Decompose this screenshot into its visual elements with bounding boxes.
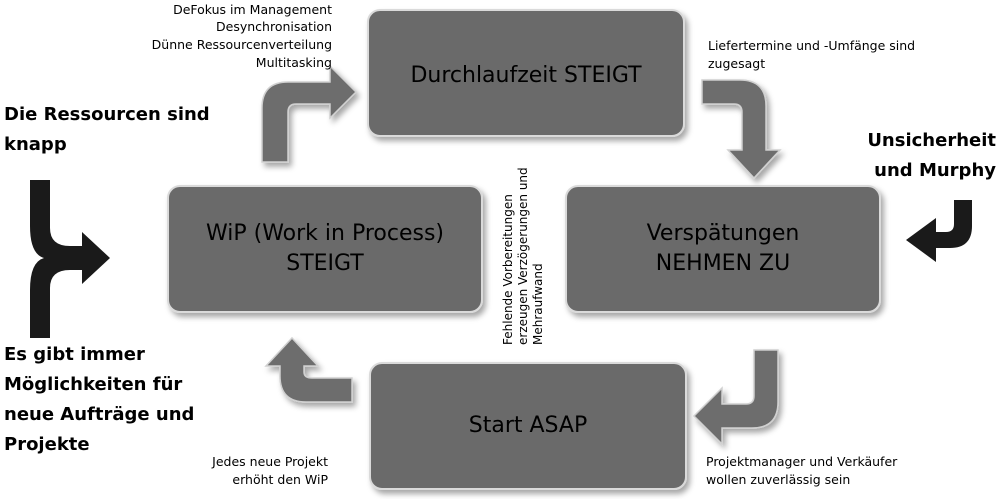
note-bottom-left-line2: erhöht den WiP bbox=[232, 472, 328, 487]
label-opportunities-line3: neue Aufträge und bbox=[4, 404, 194, 425]
arrow-verspaetungen-to-start bbox=[692, 349, 779, 446]
label-uncertainty: Unsicherheit und Murphy bbox=[867, 130, 996, 181]
note-bottom-right-line1: Projektmanager und Verkäufer bbox=[706, 454, 898, 469]
label-resources-line2: knapp bbox=[4, 134, 67, 155]
note-top-left-line1: DeFokus im Management bbox=[173, 2, 332, 17]
box-verspaetungen-label-line1: Verspätungen bbox=[647, 221, 800, 246]
note-center-vertical: Fehlende Vorbereitungen erzeugen Verzöge… bbox=[501, 167, 545, 345]
label-opportunities: Es gibt immer Möglichkeiten für neue Auf… bbox=[4, 344, 194, 455]
note-bottom-right-line2: wollen zuverlässig sein bbox=[706, 472, 850, 487]
label-uncertainty-line2: und Murphy bbox=[874, 160, 996, 181]
arrow-start-to-wip bbox=[264, 336, 353, 403]
label-opportunities-line1: Es gibt immer bbox=[4, 344, 145, 365]
box-verspaetungen bbox=[565, 185, 881, 313]
box-durchlaufzeit bbox=[367, 9, 685, 137]
note-top-right-line2: zugesagt bbox=[708, 56, 765, 71]
arrow-hook-left bbox=[906, 200, 972, 262]
label-opportunities-line4: Projekte bbox=[4, 434, 90, 455]
note-top-left-line2: Desynchronisation bbox=[216, 19, 332, 34]
arrow-merge-right bbox=[30, 180, 110, 338]
label-resources-line1: Die Ressourcen sind bbox=[4, 104, 210, 125]
label-resources: Die Ressourcen sind knapp bbox=[4, 104, 210, 155]
arrow-durchlaufzeit-to-verspaetungen bbox=[701, 79, 782, 180]
box-start-asap-label: Start ASAP bbox=[469, 413, 587, 438]
box-wip bbox=[167, 185, 483, 313]
box-wip-label-line2: STEIGT bbox=[286, 251, 364, 276]
box-wip-label-line1: WiP (Work in Process) bbox=[206, 221, 444, 246]
note-top-right: Liefertermine und -Umfänge sind zugesagt bbox=[708, 38, 915, 71]
note-top-right-line1: Liefertermine und -Umfänge sind bbox=[708, 38, 915, 53]
note-center-line3: Mehraufwand bbox=[531, 263, 545, 345]
box-verspaetungen-label-line2: NEHMEN ZU bbox=[656, 251, 790, 276]
box-durchlaufzeit-label: Durchlaufzeit STEIGT bbox=[410, 63, 642, 88]
box-start-asap bbox=[369, 362, 687, 490]
note-center-line1: Fehlende Vorbereitungen bbox=[501, 194, 515, 345]
note-top-left-line4: Multitasking bbox=[256, 55, 332, 70]
note-bottom-left-line1: Jedes neue Projekt bbox=[211, 454, 328, 469]
note-bottom-right: Projektmanager und Verkäufer wollen zuve… bbox=[706, 454, 898, 487]
arrow-wip-to-durchlaufzeit bbox=[261, 64, 358, 163]
note-center-line2: erzeugen Verzögerungen und bbox=[516, 167, 530, 345]
label-uncertainty-line1: Unsicherheit bbox=[867, 130, 996, 151]
label-opportunities-line2: Möglichkeiten für bbox=[4, 374, 182, 395]
note-top-left: DeFokus im Management Desynchronisation … bbox=[152, 2, 332, 70]
note-bottom-left: Jedes neue Projekt erhöht den WiP bbox=[211, 454, 328, 487]
note-top-left-line3: Dünne Ressourcenverteilung bbox=[152, 37, 332, 52]
